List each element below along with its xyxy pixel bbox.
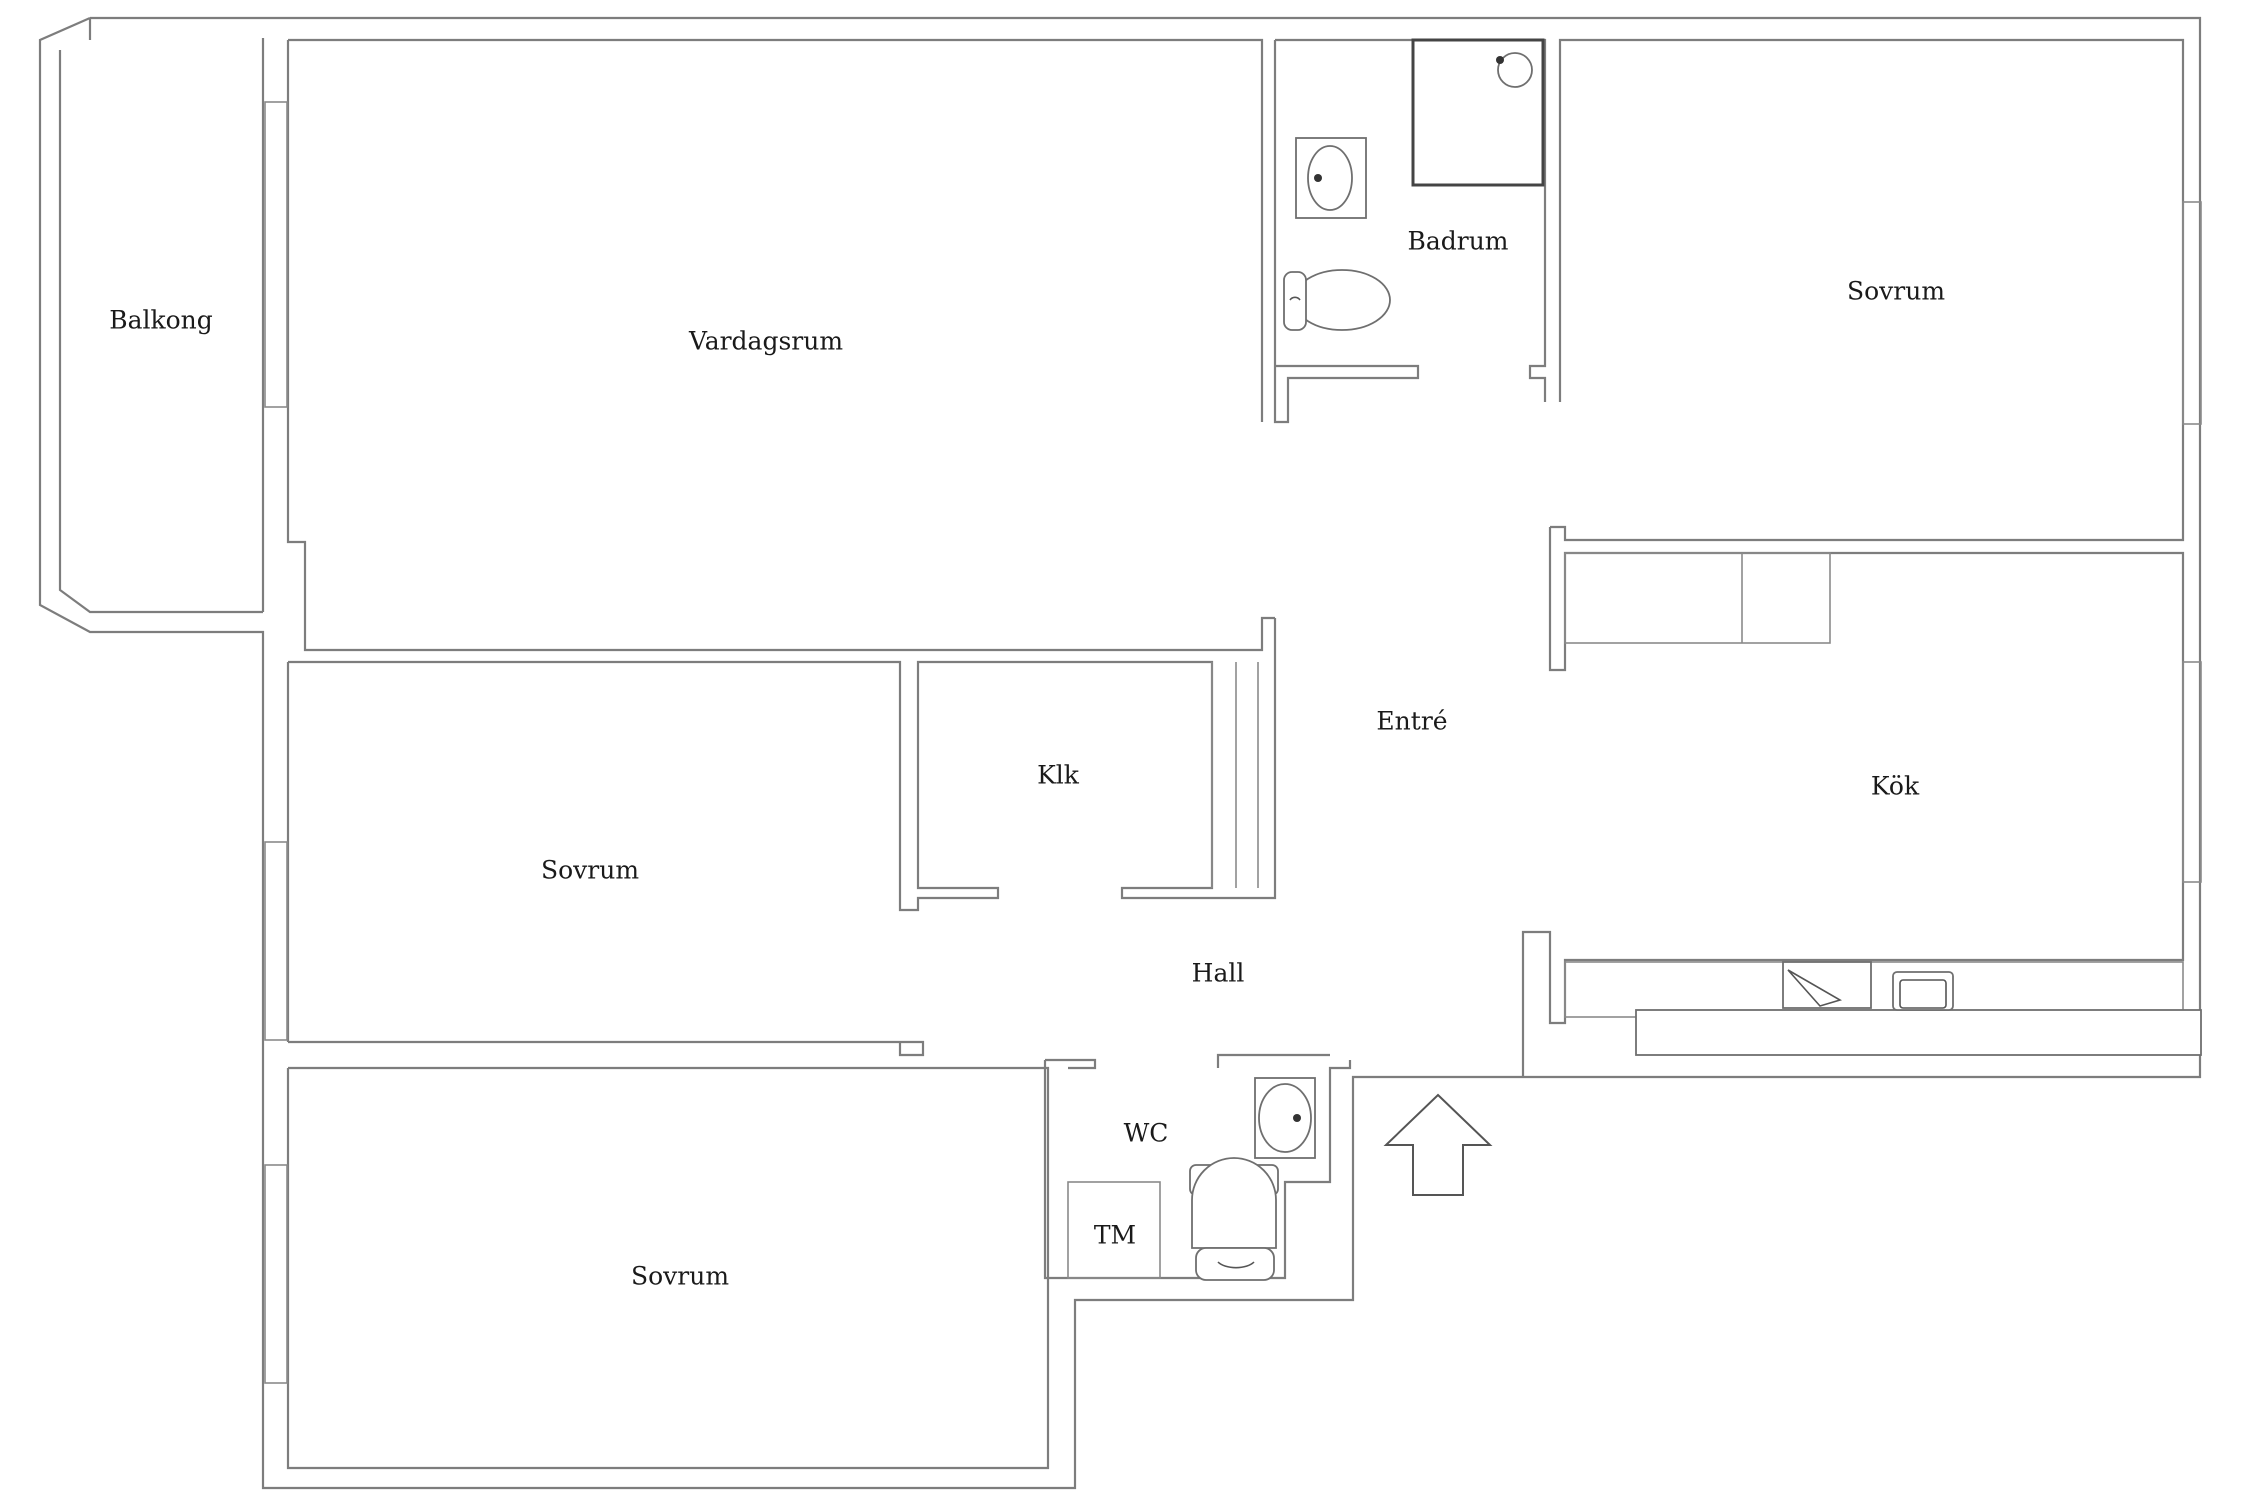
room-label-kok: Kök — [1871, 772, 1920, 801]
interior-walls — [264, 38, 2202, 1470]
bathroom-toilet-icon — [1293, 269, 1391, 331]
wc-fixtures — [1189, 1077, 1316, 1281]
room-label-badrum: Badrum — [1407, 227, 1508, 256]
room-label-sovrum-sw: Sovrum — [631, 1262, 729, 1291]
shower-head-icon — [1497, 52, 1533, 88]
kitchen-sink-icon — [1892, 971, 1954, 1011]
room-label-hall: Hall — [1192, 959, 1245, 988]
kitchen-fixtures — [1564, 961, 2202, 1056]
room-label-wc: WC — [1124, 1119, 1169, 1148]
room-label-sovrum-ne: Sovrum — [1847, 277, 1945, 306]
room-label-balkong: Balkong — [109, 306, 213, 335]
room-label-sovrum-w: Sovrum — [541, 856, 639, 885]
kitchen-counter — [1635, 1009, 2202, 1056]
bathroom-fixtures — [1283, 38, 1545, 331]
shower-icon — [1411, 38, 1545, 187]
room-label-klk: Klk — [1037, 761, 1080, 790]
entrance-arrow-icon — [1383, 1093, 1493, 1196]
outer-walls — [38, 16, 2202, 1490]
dishwasher-icon — [1782, 961, 1872, 1009]
room-label-entre: Entré — [1376, 707, 1447, 736]
room-label-tm: TM — [1094, 1221, 1136, 1250]
room-label-vardagsrum: Vardagsrum — [688, 327, 843, 356]
